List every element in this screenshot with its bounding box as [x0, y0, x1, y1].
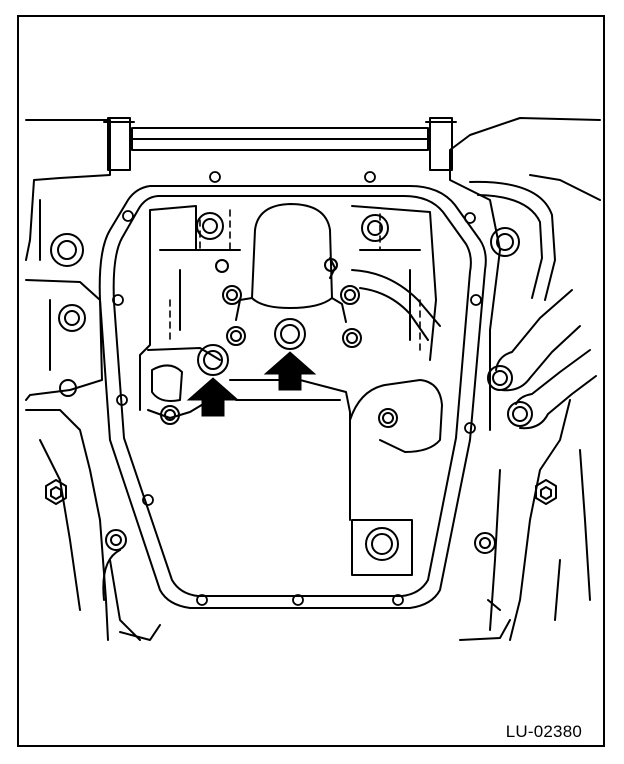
strainer-pipe	[351, 269, 441, 341]
lower-right-bracket	[459, 599, 511, 641]
cooler-hose-lower-2	[515, 349, 597, 430]
arrow-left	[186, 377, 240, 417]
right-o-ring	[274, 318, 306, 350]
engine-block-left	[25, 119, 111, 641]
left-o-ring	[197, 344, 229, 376]
cooler-hose-lower-1	[495, 289, 581, 392]
hidden-lines	[169, 209, 421, 351]
crank-housing	[251, 203, 333, 309]
engine-block-right-inner	[489, 449, 591, 631]
arrow-right	[263, 351, 317, 391]
right-clamp	[425, 117, 457, 171]
casting-lower-center	[229, 379, 351, 521]
lower-left-bracket	[102, 549, 161, 641]
oil-pan-flange-inner	[112, 195, 472, 597]
engine-block-left-inner	[39, 199, 141, 641]
external-bolts	[50, 227, 520, 554]
hose-fitting-upper	[487, 365, 513, 391]
cooler-hose-upper	[469, 180, 556, 301]
suction-pipe	[349, 379, 443, 453]
hex-bolt-right	[535, 479, 557, 505]
flange-bolt-holes	[112, 171, 482, 606]
sump-bottom	[351, 519, 413, 576]
figure-code: LU-02380	[505, 722, 582, 741]
engine-block-right	[449, 117, 601, 641]
left-clamp	[103, 117, 135, 171]
callout-arrows	[186, 351, 317, 417]
baffle-plate	[139, 205, 437, 411]
hose-fitting-lower	[507, 401, 533, 427]
internal-bolts	[160, 212, 399, 561]
hex-bolt-left	[45, 479, 67, 505]
